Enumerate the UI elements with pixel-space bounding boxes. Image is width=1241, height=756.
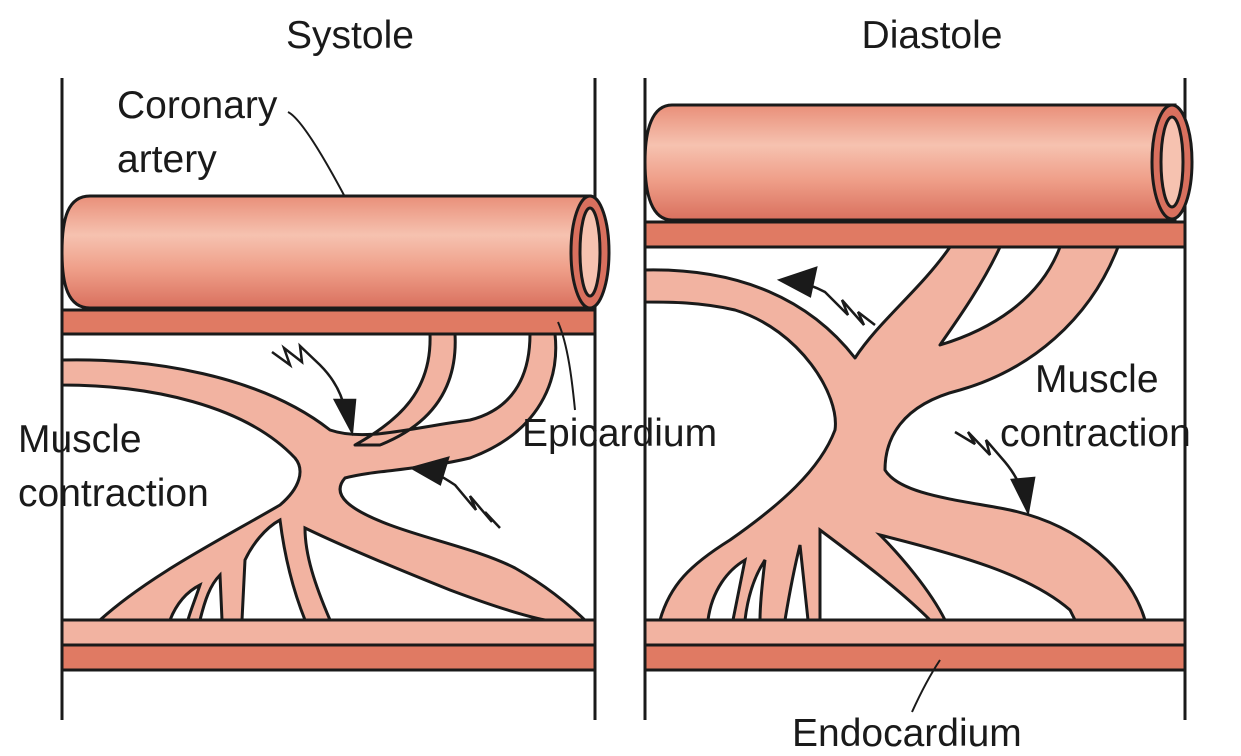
coronary-artery-leader-line	[288, 112, 345, 197]
systole-title: Systole	[286, 14, 414, 57]
muscle-contraction-right-line1: Muscle	[1035, 358, 1159, 401]
endocardium-label: Endocardium	[792, 712, 1022, 755]
diastole-coronary-artery	[645, 105, 1192, 220]
muscle-contraction-left-line1: Muscle	[18, 418, 142, 461]
muscle-contraction-left-line2: contraction	[18, 472, 209, 515]
systole-contraction-arrow-2	[412, 458, 500, 528]
systole-endocardium-layer	[62, 645, 595, 670]
diastole-endocardium-lining	[645, 620, 1185, 645]
epicardium-label: Epicardium	[522, 412, 717, 455]
coronary-artery-label-line1: Coronary	[117, 84, 278, 127]
diastole-title: Diastole	[862, 14, 1003, 57]
systole-epicardium-layer	[62, 310, 595, 334]
systole-endocardium-lining	[62, 620, 595, 645]
diastole-endocardium-layer	[645, 645, 1185, 670]
muscle-contraction-right-line2: contraction	[1000, 412, 1191, 455]
systole-coronary-artery	[62, 196, 609, 308]
coronary-artery-label-line2: artery	[117, 138, 217, 181]
diastole-epicardium-layer	[645, 222, 1185, 247]
